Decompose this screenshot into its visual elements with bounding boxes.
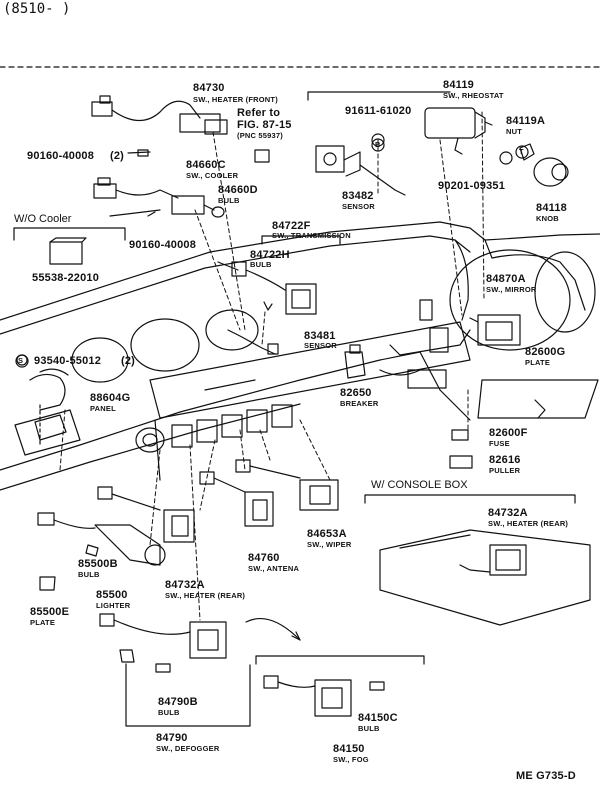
part-number: 83481 xyxy=(304,330,336,342)
sensor-83482-part xyxy=(307,91,451,196)
part-description: KNOB xyxy=(536,214,559,223)
heater-front-switch-part xyxy=(91,95,270,163)
part-number: 90160-40008 xyxy=(27,150,95,162)
lower-switch-parts xyxy=(37,459,425,727)
part-number: 84790 xyxy=(156,732,188,744)
part-number: 84119A xyxy=(506,115,546,127)
figure-code: ME G735-D xyxy=(516,770,576,782)
part-number: 88604G xyxy=(90,392,131,404)
part-number: 82600F xyxy=(489,427,528,439)
refer-pnc: (PNC 55937) xyxy=(237,131,283,140)
part-description: SW., HEATER (REAR) xyxy=(488,519,569,528)
part-number: 84150C xyxy=(358,712,398,724)
part-number: 84660D xyxy=(218,184,258,196)
part-number: 55538-22010 xyxy=(32,272,100,284)
part-description: SW., HEATER (FRONT) xyxy=(193,95,278,104)
panel-88604g-part xyxy=(14,354,81,456)
part-number: 90160-40008 xyxy=(129,239,197,251)
mirror-switch-part xyxy=(469,314,521,346)
part-number: 82616 xyxy=(489,454,521,466)
sensor-breaker-parts xyxy=(227,329,366,379)
part-description: LIGHTER xyxy=(96,601,131,610)
marker-t-circle xyxy=(515,145,529,159)
part-quantity: (2) xyxy=(110,150,125,162)
part-description: SW., RHEOSTAT xyxy=(443,91,504,100)
part-description: BULB xyxy=(250,260,272,269)
part-description: PULLER xyxy=(489,466,521,475)
part-description: BREAKER xyxy=(340,399,379,408)
marker-b: B xyxy=(375,140,381,149)
part-number: 91611-61020 xyxy=(345,105,412,117)
part-description: SENSOR xyxy=(342,202,375,211)
marker-b-circle xyxy=(371,138,385,152)
part-number: 83482 xyxy=(342,190,374,202)
part-number: 85500E xyxy=(30,606,70,618)
part-description: NUT xyxy=(506,127,523,136)
part-description: SW., MIRROR xyxy=(486,285,537,294)
part-number: 84722H xyxy=(250,249,290,261)
part-number: 84730 xyxy=(193,82,225,94)
part-description: FUSE xyxy=(489,439,510,448)
part-number: 84118 xyxy=(536,202,567,214)
dashboard-outline xyxy=(0,221,600,491)
part-number: 84732A xyxy=(165,579,205,591)
marker-s-circle xyxy=(15,354,29,368)
part-number: 84653A xyxy=(307,528,347,540)
part-description: PLATE xyxy=(30,618,56,627)
part-description: PANEL xyxy=(90,404,116,413)
part-description: BULB xyxy=(78,570,100,579)
wo-cooler-label: W/O Cooler xyxy=(14,213,72,225)
part-number: 84790B xyxy=(158,696,198,708)
part-description: PLATE xyxy=(525,358,551,367)
part-description: BULB xyxy=(358,724,380,733)
part-description: SW., TRANSMISSION xyxy=(272,231,351,240)
part-number: 84119 xyxy=(443,79,474,91)
part-description: BULB xyxy=(158,708,180,717)
wo-cooler-bracket xyxy=(13,227,126,265)
refer-line1: Refer to xyxy=(237,107,281,119)
part-number: 84150 xyxy=(333,743,365,755)
part-number: 85500 xyxy=(96,589,128,601)
part-description: SW., ANTENA xyxy=(248,564,300,573)
part-number: 84870A xyxy=(486,273,526,285)
part-number: 84660C xyxy=(186,159,226,171)
part-number: 82600G xyxy=(525,346,566,358)
part-number: 84722F xyxy=(272,220,311,232)
part-description: SW., HEATER (REAR) xyxy=(165,591,246,600)
part-description: SW., FOG xyxy=(333,755,369,764)
part-description: BULB xyxy=(218,196,240,205)
part-description: SW., WIPER xyxy=(307,540,352,549)
part-description: SW., DEFOGGER xyxy=(156,744,220,753)
fuse-puller-parts xyxy=(449,429,473,469)
w-console-box-label: W/ CONSOLE BOX xyxy=(371,479,468,491)
marker-t: T xyxy=(519,147,524,156)
part-number: 82650 xyxy=(340,387,372,399)
part-number: 84732A xyxy=(488,507,528,519)
part-description: SENSOR xyxy=(304,341,337,350)
part-number: 84760 xyxy=(248,552,280,564)
part-number: 90201-09351 xyxy=(438,180,506,192)
rheostat-part xyxy=(424,107,569,187)
cooler-switch-part xyxy=(93,177,225,218)
date-range-label: (8510- ) xyxy=(3,1,71,17)
part-quantity: (2) xyxy=(121,355,136,367)
marker-s: S xyxy=(18,356,24,365)
refer-line2: FIG. 87-15 xyxy=(237,119,292,131)
console-box-outline xyxy=(364,494,591,626)
part-number: 85500B xyxy=(78,558,118,570)
part-description: SW., COOLER xyxy=(186,171,239,180)
leader-lines xyxy=(59,111,485,621)
transmission-switch-part xyxy=(217,235,341,315)
part-number: 93540-55012 xyxy=(34,355,102,367)
